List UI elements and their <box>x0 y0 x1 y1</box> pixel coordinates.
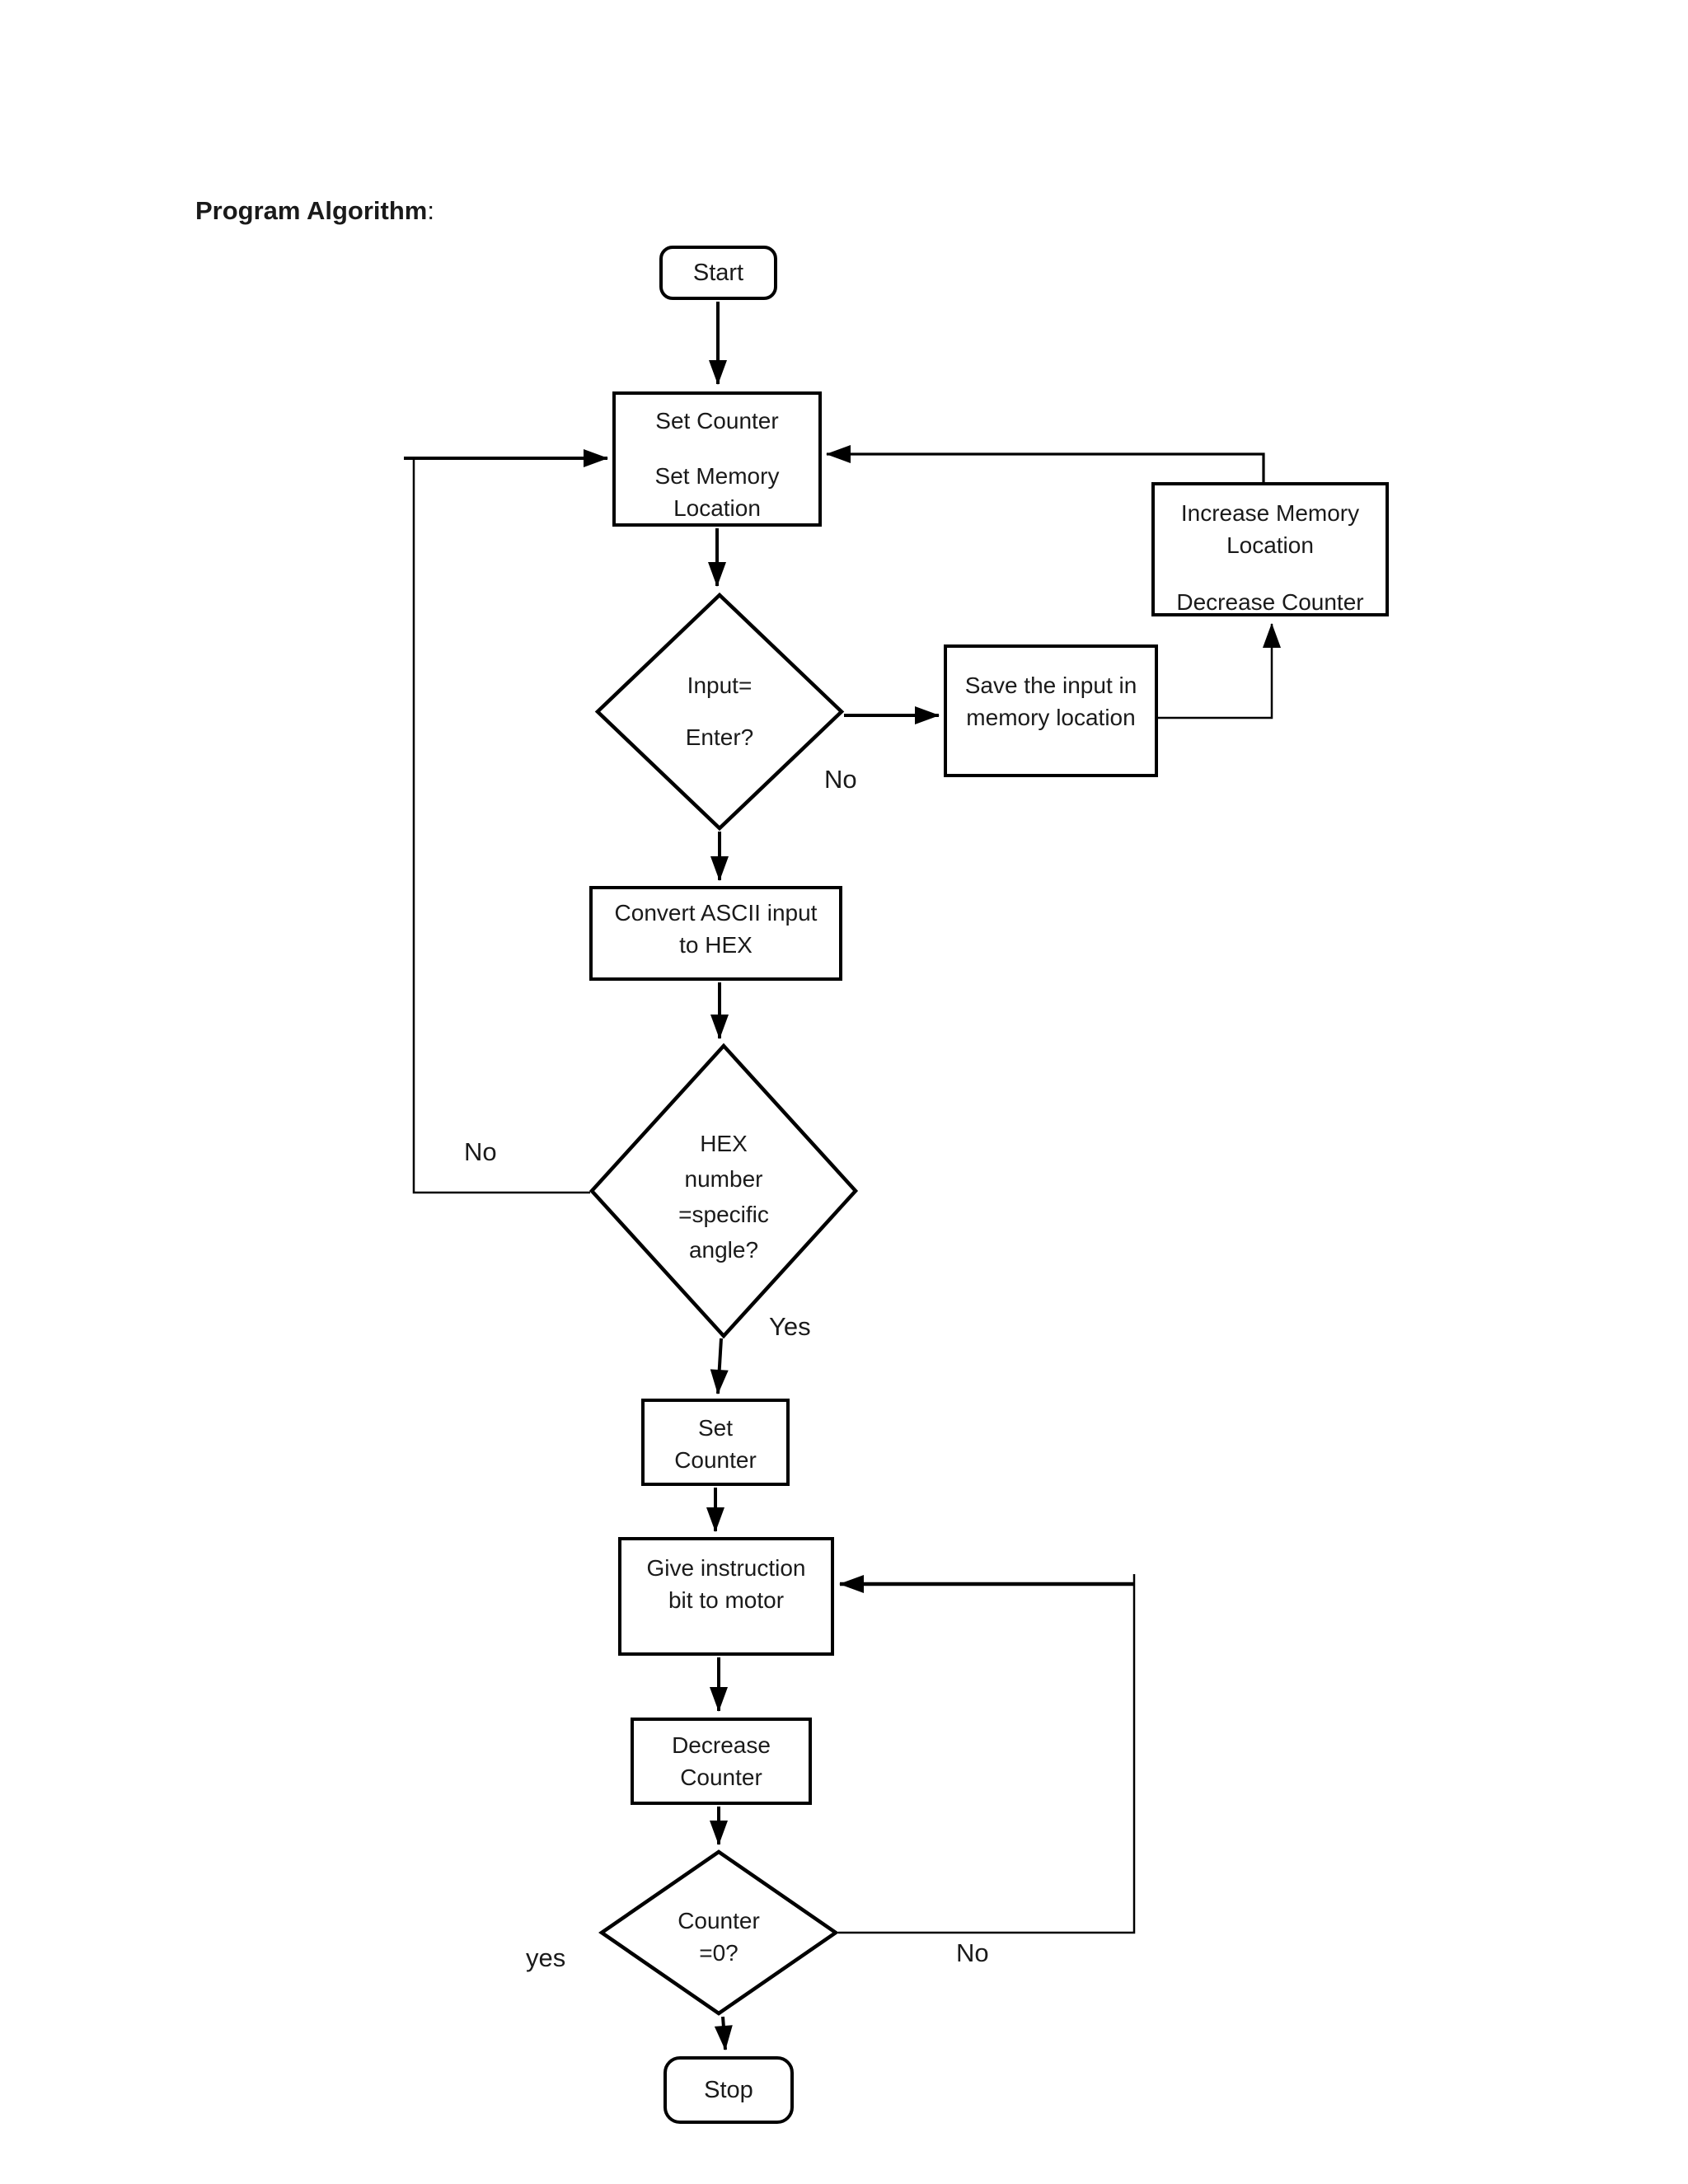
edge-counter-no-loop-vertical <box>838 1574 1136 1934</box>
node-text-line: number <box>684 1166 763 1192</box>
node-text-line: bit to motor <box>668 1587 785 1613</box>
node-text-line: Input= <box>687 673 753 698</box>
node-save-input: Save the input in memory location <box>944 644 1158 777</box>
node-decision-counter-zero: Counter =0? <box>598 1849 839 2016</box>
node-text-line: Decrease <box>672 1732 771 1758</box>
diamond-shape <box>588 1043 859 1339</box>
node-text-line: HEX <box>700 1131 748 1156</box>
node-decision-input-enter: Input= Enter? <box>594 592 845 832</box>
node-text-line: Convert ASCII input <box>614 899 818 926</box>
node-text-line: angle? <box>688 1237 759 1263</box>
page-title-colon: : <box>427 196 434 225</box>
node-text-line: Location <box>673 495 761 521</box>
node-convert-ascii: Convert ASCII input to HEX <box>589 886 842 981</box>
node-text-line: to HEX <box>679 931 753 958</box>
node-start: Start <box>659 246 777 300</box>
diamond-shape <box>598 1849 839 2016</box>
edge-increase-memory-to-set-counter <box>826 445 1265 482</box>
node-text-line: Set <box>697 1415 734 1441</box>
node-text-line: memory location <box>966 704 1136 730</box>
label-hex-no: No <box>464 1137 497 1166</box>
label-input-no: No <box>824 765 857 794</box>
edge-save-input-to-increase-memory <box>1158 623 1281 719</box>
node-text-line: Increase Memory <box>1180 500 1360 526</box>
node-give-instruction: Give instruction bit to motor <box>618 1537 834 1656</box>
label-hex-yes: Yes <box>769 1312 811 1341</box>
node-set-counter-2: Set Counter <box>641 1399 790 1486</box>
edge-hex-yes-to-set-counter2 <box>710 1338 729 1394</box>
node-text-line: =specific <box>678 1202 769 1227</box>
node-text-line: Location <box>1226 532 1314 558</box>
node-text-line: Counter <box>678 1908 760 1933</box>
node-decision-hex-angle: HEX number =specific angle? <box>588 1043 859 1339</box>
edge-hex-no-loop-vertical <box>412 459 590 1194</box>
node-text-line: Save the input in <box>964 672 1137 698</box>
edge-counter-yes-to-stop <box>714 2016 733 2050</box>
node-text-line: =0? <box>699 1940 738 1966</box>
node-text-line: Counter <box>674 1447 757 1473</box>
node-set-counter-memory: Set Counter Set Memory Location <box>612 391 822 527</box>
label-counter-yes: yes <box>526 1943 566 1972</box>
node-start-label: Start <box>692 259 744 286</box>
node-text-line: Decrease Counter <box>1176 589 1364 615</box>
page-title: Program Algorithm: <box>195 196 434 226</box>
node-stop-label: Stop <box>704 2076 753 2103</box>
node-text-line: Set Memory <box>654 463 780 489</box>
diamond-shape <box>594 592 845 832</box>
page-title-text: Program Algorithm <box>195 196 428 225</box>
node-decrease-counter: Decrease Counter <box>631 1718 812 1805</box>
node-stop: Stop <box>663 2056 794 2124</box>
node-text-line: Counter <box>680 1765 762 1790</box>
node-text-line: Set Counter <box>655 408 779 434</box>
label-counter-no: No <box>956 1938 989 1967</box>
node-increase-memory: Increase Memory Location Decrease Counte… <box>1151 482 1389 616</box>
node-text-line: Enter? <box>685 724 754 750</box>
node-text-line: Give instruction <box>646 1555 806 1581</box>
